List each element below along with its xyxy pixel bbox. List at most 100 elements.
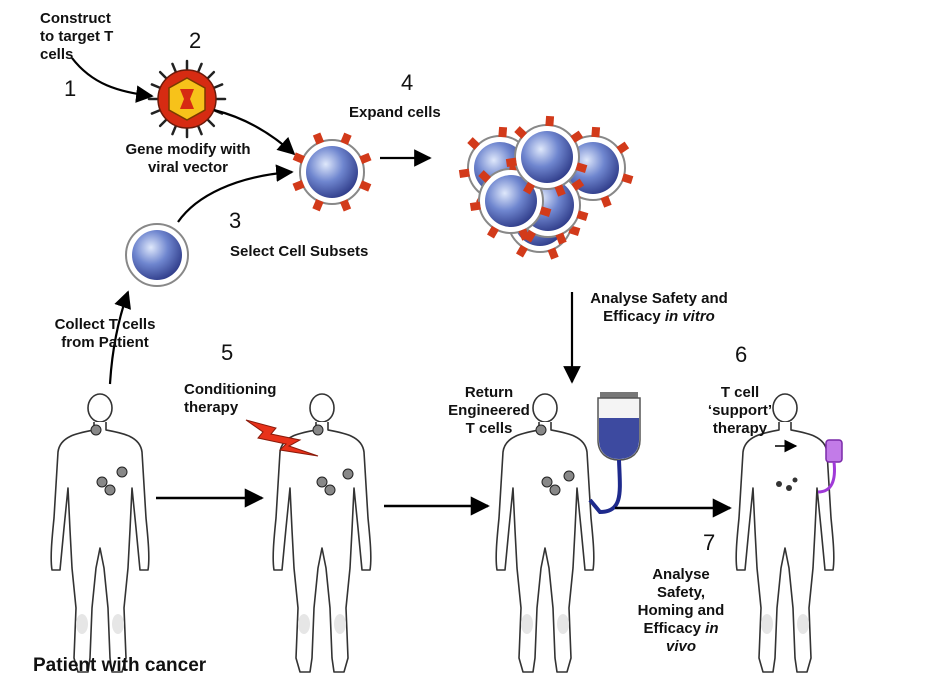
expanded-cell-cluster-icon: [458, 115, 634, 260]
viral-vector-icon: [147, 59, 227, 139]
step3-label: Select Cell Subsets: [230, 243, 369, 260]
receptor-icon: [616, 141, 630, 154]
receptor-icon: [518, 228, 530, 241]
virus-spike: [212, 83, 224, 90]
step1-number: 1: [64, 76, 77, 101]
analyse-vitro-line2a: Efficacy: [603, 308, 665, 325]
virus-spike: [206, 118, 216, 128]
step1-label: Construct to target T cells: [40, 10, 113, 64]
step6-line2: ‘support’: [707, 402, 773, 419]
step6-line1: T cell: [720, 384, 760, 401]
arrow-virus-to-cell: [213, 108, 296, 156]
receptor-icon: [340, 132, 352, 146]
step7-line2: Safety,: [656, 584, 706, 601]
step2-number: 2: [189, 28, 202, 53]
step7-line4b: in: [705, 620, 719, 637]
step4-number: 4: [401, 70, 414, 95]
receptor-icon: [591, 126, 601, 138]
return-label: Return Engineered T cells: [446, 384, 532, 438]
receptor-icon: [478, 170, 492, 183]
step1-line1: Construct: [40, 10, 111, 27]
receptor-icon: [505, 157, 517, 168]
collected-t-cell-icon: [125, 223, 189, 287]
step6-number: 6: [735, 342, 748, 367]
virus-spike: [171, 62, 178, 74]
iv-bag-icon: [588, 392, 641, 515]
receptor-icon: [545, 115, 555, 127]
step3-number: 3: [229, 208, 242, 233]
arrow-construct-to-virus: [71, 57, 154, 103]
step5-line2: therapy: [184, 399, 239, 416]
receptor-icon: [523, 181, 535, 195]
step7-line3: Homing and: [637, 602, 725, 619]
receptor-icon: [576, 210, 589, 221]
receptor-icon: [516, 244, 528, 258]
step4-label: Expand cells: [349, 104, 441, 121]
collect-line2: from Patient: [61, 334, 149, 351]
analyse-vitro-line2b: in vitro: [664, 308, 715, 325]
step5-number: 5: [221, 340, 234, 365]
receptor-icon: [359, 152, 372, 165]
virus-spike: [158, 70, 168, 80]
receptor-icon: [570, 130, 584, 143]
collect-line1: Collect T cells: [54, 316, 156, 333]
step7-label: Analyse Safety, Homing and Efficacy in v…: [620, 566, 742, 656]
receptor-icon: [547, 247, 559, 260]
analyse-vitro-label: Analyse Safety and Efficacy in vitro: [566, 290, 752, 326]
receptor-icon: [600, 195, 612, 208]
receptor-icon: [292, 179, 305, 192]
receptor-icon: [487, 225, 499, 239]
receptor-icon: [555, 232, 567, 245]
receptor-icon: [575, 162, 588, 173]
step2-line1: Gene modify with: [125, 141, 251, 158]
step2-line2: viral vector: [147, 159, 229, 176]
step5-line1: Conditioning: [184, 381, 277, 398]
virus-spike: [206, 70, 216, 80]
cell-core: [485, 175, 537, 227]
receptor-icon: [458, 168, 470, 179]
step5-label: Conditioning therapy: [184, 381, 276, 417]
receptor-icon: [571, 178, 585, 191]
step7-line5: vivo: [665, 638, 696, 655]
patient-figure-3: [495, 393, 595, 673]
step7-number: 7: [703, 530, 716, 555]
receptor-icon: [498, 126, 508, 138]
patient-figure-1: [50, 393, 150, 673]
step6-label: T cell ‘support’ therapy: [688, 384, 792, 438]
step2-label: Gene modify with viral vector: [102, 141, 274, 177]
receptor-icon: [514, 126, 528, 139]
virus-spike: [196, 124, 203, 136]
cell-core: [521, 131, 573, 183]
cell-core: [306, 146, 358, 198]
arrow-select-to-cell: [177, 164, 294, 223]
collect-label: Collect T cells from Patient: [30, 316, 180, 352]
step6-line3: therapy: [712, 420, 768, 437]
lightning-bolt-icon: [245, 419, 319, 457]
arrow-collect-up: [108, 290, 131, 385]
step7-line4a: Efficacy: [643, 620, 706, 637]
receptor-icon: [467, 137, 481, 150]
receptor-icon: [358, 180, 372, 192]
receptor-icon: [554, 184, 566, 197]
patient-figure-2: [272, 393, 372, 673]
return-line3: T cells: [465, 420, 513, 437]
virus-spike: [150, 83, 162, 90]
receptor-icon: [312, 132, 325, 145]
return-line1: Return: [464, 384, 514, 401]
caption-patient-with-cancer: Patient with cancer: [33, 655, 207, 676]
modified-t-cell-icon: [292, 132, 372, 212]
return-line2: Engineered: [448, 402, 530, 419]
step1-line2: to target T: [40, 28, 114, 45]
receptor-icon: [469, 201, 481, 212]
step7-line1: Analyse: [652, 566, 710, 583]
analyse-vitro-line1: Analyse Safety and: [590, 290, 728, 307]
step1-line3: cells: [40, 46, 74, 63]
virus-spike: [196, 62, 203, 74]
receptor-icon: [312, 198, 324, 212]
support-therapy-bag-icon: [817, 439, 843, 494]
receptor-icon: [524, 229, 536, 243]
receptor-icon: [339, 199, 352, 212]
receptor-icon: [292, 152, 306, 164]
receptor-icon: [621, 173, 634, 184]
